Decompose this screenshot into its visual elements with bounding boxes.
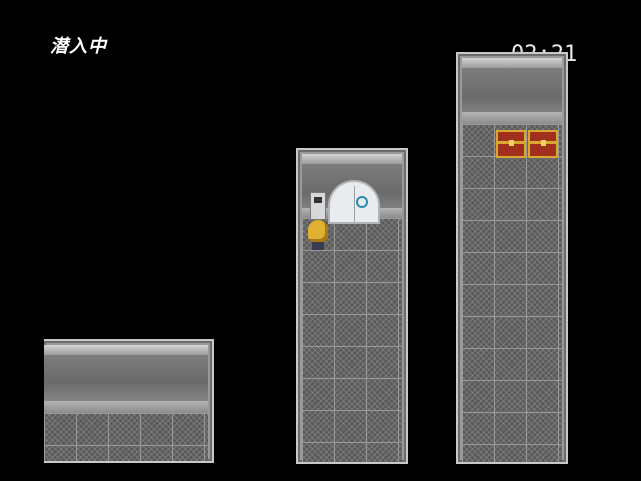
mesh-floor	[44, 413, 208, 461]
door-emblem-icon	[356, 196, 368, 208]
wall	[44, 355, 208, 401]
player-character[interactable]	[306, 220, 330, 250]
room-middle	[296, 148, 408, 464]
wall-trim	[302, 154, 402, 164]
wall-trim	[462, 58, 562, 68]
room-right	[456, 52, 568, 464]
treasure-chest[interactable]	[528, 130, 558, 158]
wall	[462, 68, 562, 116]
room-left	[44, 339, 214, 463]
wall-base	[462, 112, 562, 124]
wall-terminal[interactable]	[310, 192, 326, 220]
treasure-chest[interactable]	[496, 130, 526, 158]
wall-base	[44, 401, 208, 413]
mesh-floor	[302, 218, 402, 462]
sealed-door[interactable]	[328, 180, 380, 224]
status-label: 潜入中	[50, 36, 107, 57]
wall-trim	[44, 345, 208, 355]
mesh-floor	[462, 124, 562, 462]
